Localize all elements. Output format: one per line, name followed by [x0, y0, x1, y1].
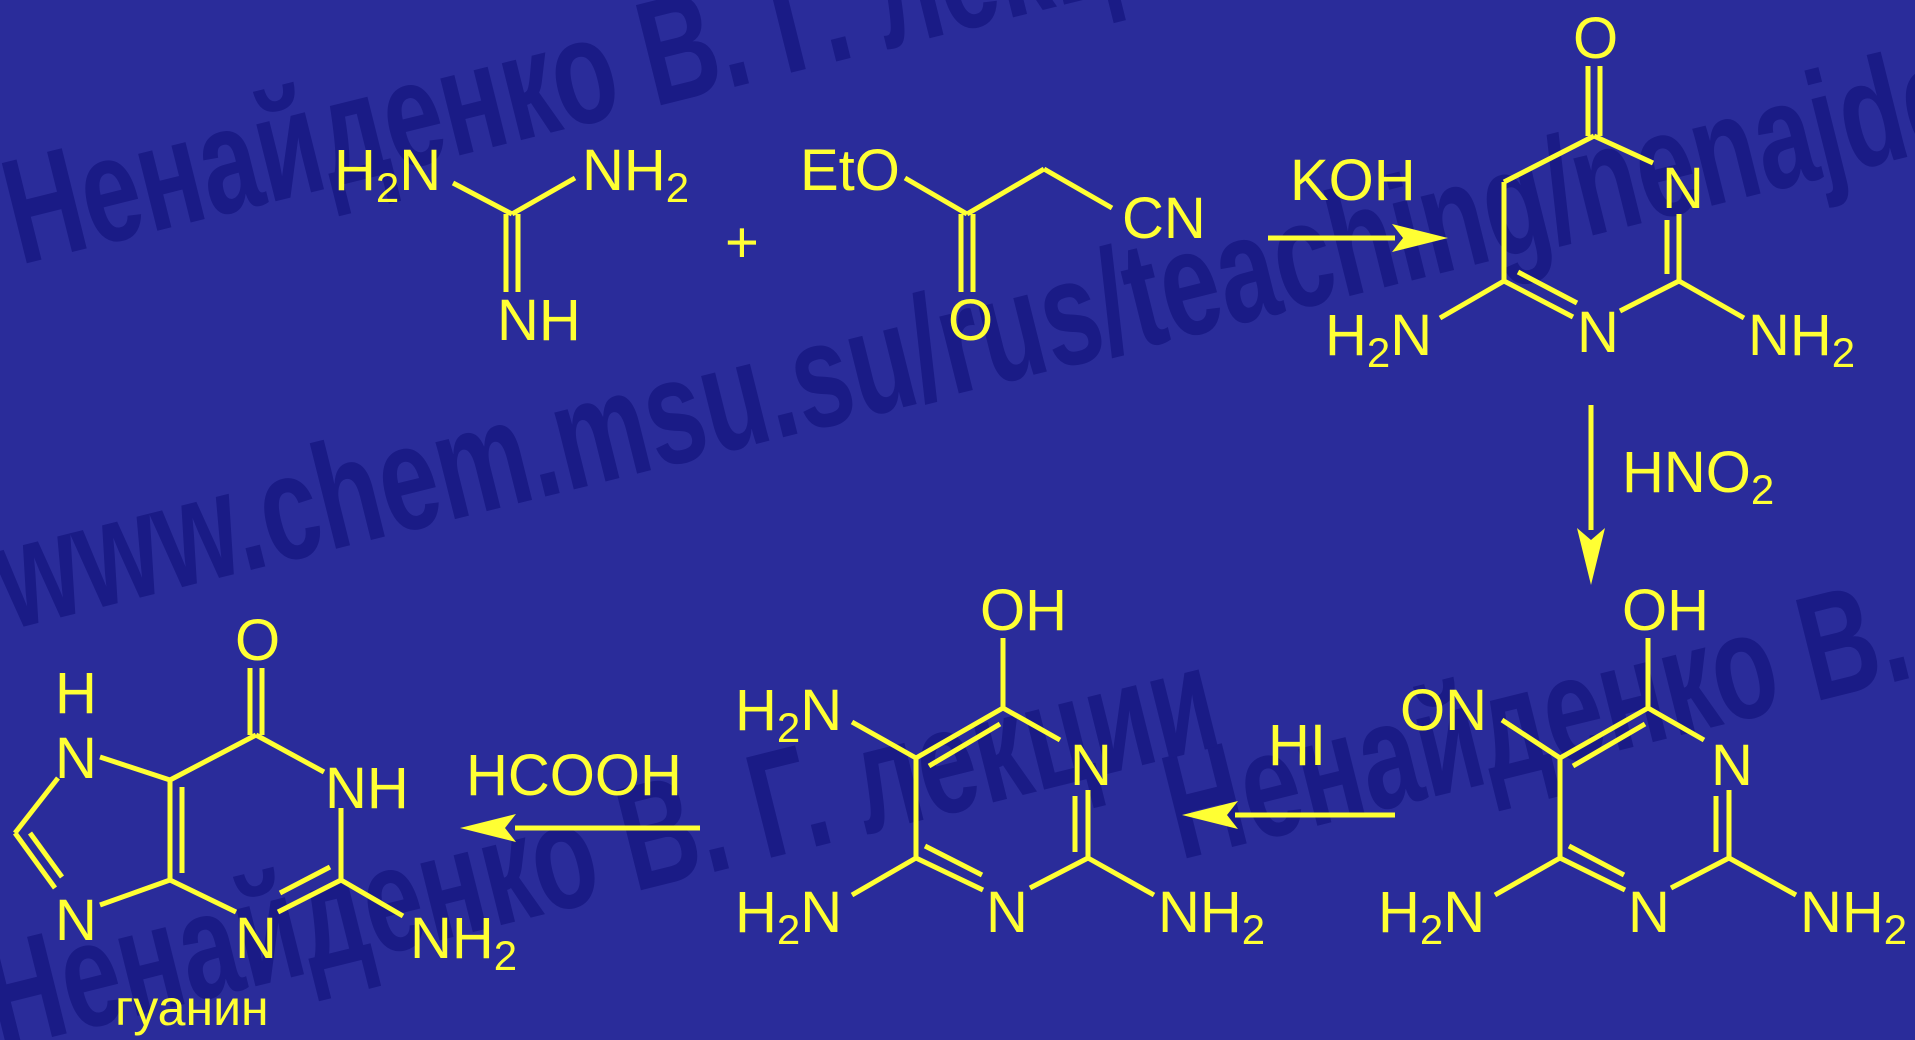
product1-n3: N	[1662, 156, 1704, 221]
arrow-hno2: HNO2	[1577, 405, 1774, 585]
bond	[1502, 133, 1596, 185]
bond	[903, 175, 969, 217]
bond	[1493, 855, 1562, 898]
diaminopyrimidinone-structure: O N N H2N NH2	[1325, 6, 1855, 376]
product1-h2n: H2N	[1325, 303, 1432, 376]
bond	[1618, 278, 1681, 314]
bond	[1669, 855, 1731, 891]
bond	[1567, 843, 1626, 878]
bond	[168, 877, 238, 915]
ethoxy-label: EtO	[800, 138, 900, 203]
reagent-hno2: HNO2	[1622, 440, 1774, 513]
bond	[1001, 705, 1062, 743]
bond	[1646, 705, 1706, 743]
guanine-n3: N	[235, 906, 277, 971]
bond	[1558, 855, 1627, 893]
guanine-n7: N	[55, 726, 97, 791]
bond	[510, 175, 577, 217]
arrow-hcooh: HCOOH	[460, 743, 700, 842]
guanidine-h2n: H2N	[334, 138, 441, 211]
nitroso-pyrimidine-structure: OH ON N N H2N NH2	[1378, 578, 1907, 953]
product2-n3: N	[1711, 733, 1753, 798]
product3-hydroxyl: OH	[980, 578, 1067, 643]
product2-hydroxyl: OH	[1622, 578, 1709, 643]
arrow-head	[1392, 224, 1448, 252]
bond	[1500, 717, 1562, 761]
triaminopyrimidine-structure: OH N N H2N H2N NH2	[735, 578, 1265, 953]
product2-h2n: H2N	[1378, 880, 1485, 953]
bond	[1502, 278, 1575, 320]
guanidine-nh2: NH2	[582, 138, 689, 211]
bond	[1086, 855, 1156, 898]
bond	[13, 776, 60, 835]
bond	[1516, 269, 1579, 306]
arrow-koh: KOH	[1268, 148, 1448, 252]
product2-nh2: NH2	[1800, 880, 1907, 953]
bond	[1558, 705, 1650, 761]
bond	[914, 705, 1005, 761]
bond	[12, 831, 58, 890]
product1-n1: N	[1577, 300, 1619, 365]
nitrile-label: CN	[1122, 186, 1206, 251]
bond	[914, 855, 985, 893]
product3-n1: N	[986, 880, 1028, 945]
product3-h2n-4: H2N	[735, 880, 842, 953]
plus-sign: +	[725, 210, 759, 275]
watermark-right: Ненайденко В. Г. лекции	[1147, 424, 1915, 891]
bond	[254, 732, 326, 775]
guanidine-structure: H2N NH2 NH	[334, 138, 689, 353]
bond	[1677, 278, 1746, 321]
guanidine-nh: NH	[497, 288, 581, 353]
bond	[1571, 721, 1647, 769]
bond	[965, 166, 1046, 217]
product3-n3: N	[1070, 733, 1112, 798]
bond	[27, 831, 65, 879]
product2-n1: N	[1628, 880, 1670, 945]
reagent-koh: KOH	[1290, 148, 1416, 213]
product3-h2n-5: H2N	[735, 678, 842, 751]
bond	[850, 719, 918, 761]
bond	[451, 180, 514, 217]
guanine-nh2: NH2	[410, 906, 517, 979]
bond	[1592, 133, 1655, 166]
bond	[99, 754, 171, 783]
guanine-name: гуанин	[115, 980, 269, 1036]
guanine-n9: N	[55, 888, 97, 953]
arrow-hi: HI	[1182, 713, 1395, 829]
bond	[1727, 855, 1798, 898]
bond	[923, 843, 984, 878]
reagent-hcooh: HCOOH	[466, 743, 682, 808]
arrow-head	[1577, 528, 1605, 585]
bond	[99, 877, 171, 908]
product1-nh2: NH2	[1748, 303, 1855, 376]
reagent-hi: HI	[1268, 713, 1326, 778]
bond	[850, 855, 918, 898]
bond	[276, 877, 343, 915]
bond	[168, 732, 258, 783]
bond	[927, 721, 1002, 769]
guanine-nh: NH	[325, 756, 409, 821]
arrow-head	[1182, 801, 1238, 829]
product2-nitroso: ON	[1400, 678, 1487, 743]
bond	[1042, 166, 1114, 211]
bond	[1438, 278, 1506, 321]
guanine-oxygen: O	[235, 608, 280, 673]
guanine-hydrogen: H	[55, 661, 97, 726]
bond	[339, 877, 405, 919]
product1-oxygen: O	[1573, 6, 1618, 71]
bond	[1028, 855, 1090, 891]
bond	[278, 864, 332, 896]
ethyl-cyanoacetate-structure: EtO O CN	[800, 138, 1206, 353]
carbonyl-oxygen: O	[948, 288, 993, 353]
product3-nh2: NH2	[1158, 880, 1265, 953]
arrow-head	[460, 814, 516, 842]
guanine-structure: O H N N NH N NH2 гуанин	[12, 608, 517, 1036]
